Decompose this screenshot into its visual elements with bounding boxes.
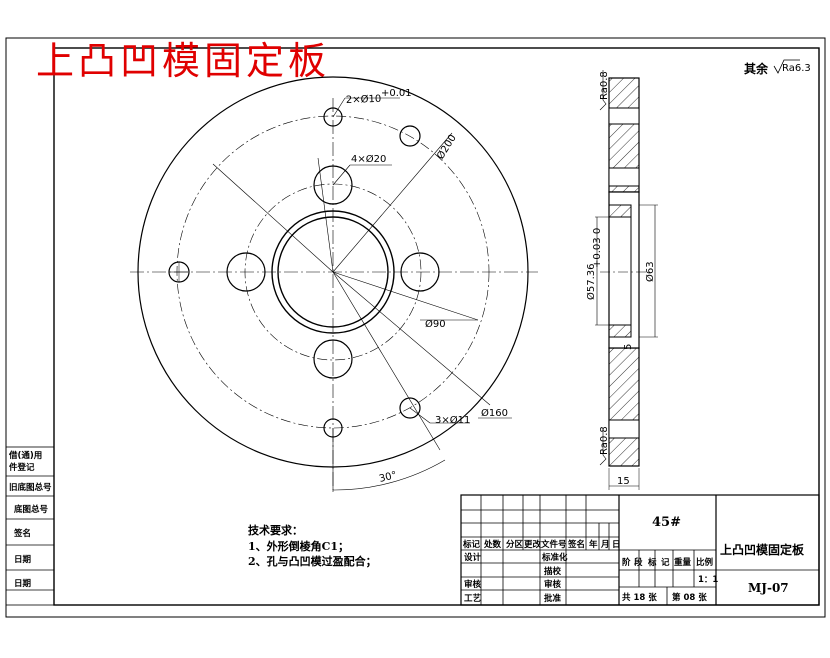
left-label-2: 件登记	[9, 462, 35, 473]
tb-header-4: 签名	[567, 539, 585, 550]
stage-weight: 重量	[674, 557, 692, 568]
tb-header-1: 处数	[483, 539, 502, 550]
ra-top: Ra0.8	[599, 71, 610, 100]
step-depth-dim: 5	[623, 344, 634, 350]
tech-heading: 技术要求：	[248, 523, 303, 537]
drawing-number: MJ-07	[748, 581, 789, 595]
front-view	[130, 76, 538, 492]
roughness-symbol	[773, 59, 800, 74]
role-standard: 标准化	[541, 552, 568, 563]
sheets-total: 共 18 张	[622, 592, 657, 603]
stage-0: 阶	[622, 557, 631, 568]
inner-frame	[53, 47, 820, 606]
tb-header-0: 标记	[462, 539, 481, 550]
ra-bottom: Ra0.8	[599, 426, 610, 455]
role-proof: 描校	[544, 566, 562, 577]
step-dia-dim: Ø63	[644, 261, 656, 282]
left-label-3: 旧底图总号	[9, 482, 52, 493]
angle-callout: 30°	[378, 470, 398, 485]
tech-item-1: 1、外形倒棱角C1；	[248, 539, 349, 553]
dowel-callout: 2×Ø10	[346, 93, 382, 106]
red-title: 上凸凹模固定板	[36, 39, 330, 83]
tech-item-2: 2、孔与凸凹模过盈配合；	[248, 554, 377, 568]
outer-frame	[5, 37, 826, 618]
tb-header-2: 分区	[506, 539, 524, 550]
role-process: 工艺	[464, 593, 482, 604]
tb-header-5: 年	[589, 539, 598, 550]
role-approve: 批准	[544, 593, 562, 604]
sheet-number: 第 08 张	[672, 592, 707, 603]
role-review-right: 审核	[544, 579, 562, 590]
roughness-note: 其余	[744, 61, 769, 76]
role-design: 设计	[464, 552, 482, 563]
tb-header-7: 日	[612, 540, 621, 550]
stage-3: 记	[661, 557, 670, 568]
stage-2: 标	[647, 557, 657, 568]
scale-value: 1：1	[698, 575, 718, 585]
stage-scale: 比例	[696, 557, 714, 568]
roughness-value: Ra6.3	[782, 63, 811, 74]
role-review-left: 审核	[464, 579, 482, 590]
inner-bore-tol: +0.03 0	[592, 228, 603, 268]
left-label-4: 底图总号	[14, 504, 49, 515]
dowel-tol: +0.01	[381, 88, 412, 99]
thread-callout: 4×Ø20	[351, 153, 386, 165]
left-label-6: 日期	[14, 554, 32, 565]
inner-bore-dim: Ø57.36	[585, 264, 597, 301]
section-view	[595, 70, 658, 490]
title-block-grid	[460, 494, 820, 606]
outer-dia-callout: Ø200	[434, 132, 458, 161]
part-name: 上凸凹模固定板	[720, 542, 805, 557]
left-label-5: 签名	[13, 528, 31, 539]
thickness-dim: 15	[617, 476, 630, 487]
left-label-1: 借(通)用	[8, 450, 42, 461]
material: 45#	[652, 515, 681, 530]
bolt-circle-160: Ø160	[481, 407, 508, 419]
left-panel	[5, 446, 55, 606]
tb-header-6: 月	[600, 540, 610, 550]
left-label-7: 日期	[14, 578, 32, 589]
bolt-circle-90: Ø90	[425, 318, 446, 330]
tb-header-3: 更改文件号	[524, 539, 567, 550]
small-holes-callout: 3×Ø11	[435, 414, 470, 426]
stage-1: 段	[634, 557, 643, 568]
